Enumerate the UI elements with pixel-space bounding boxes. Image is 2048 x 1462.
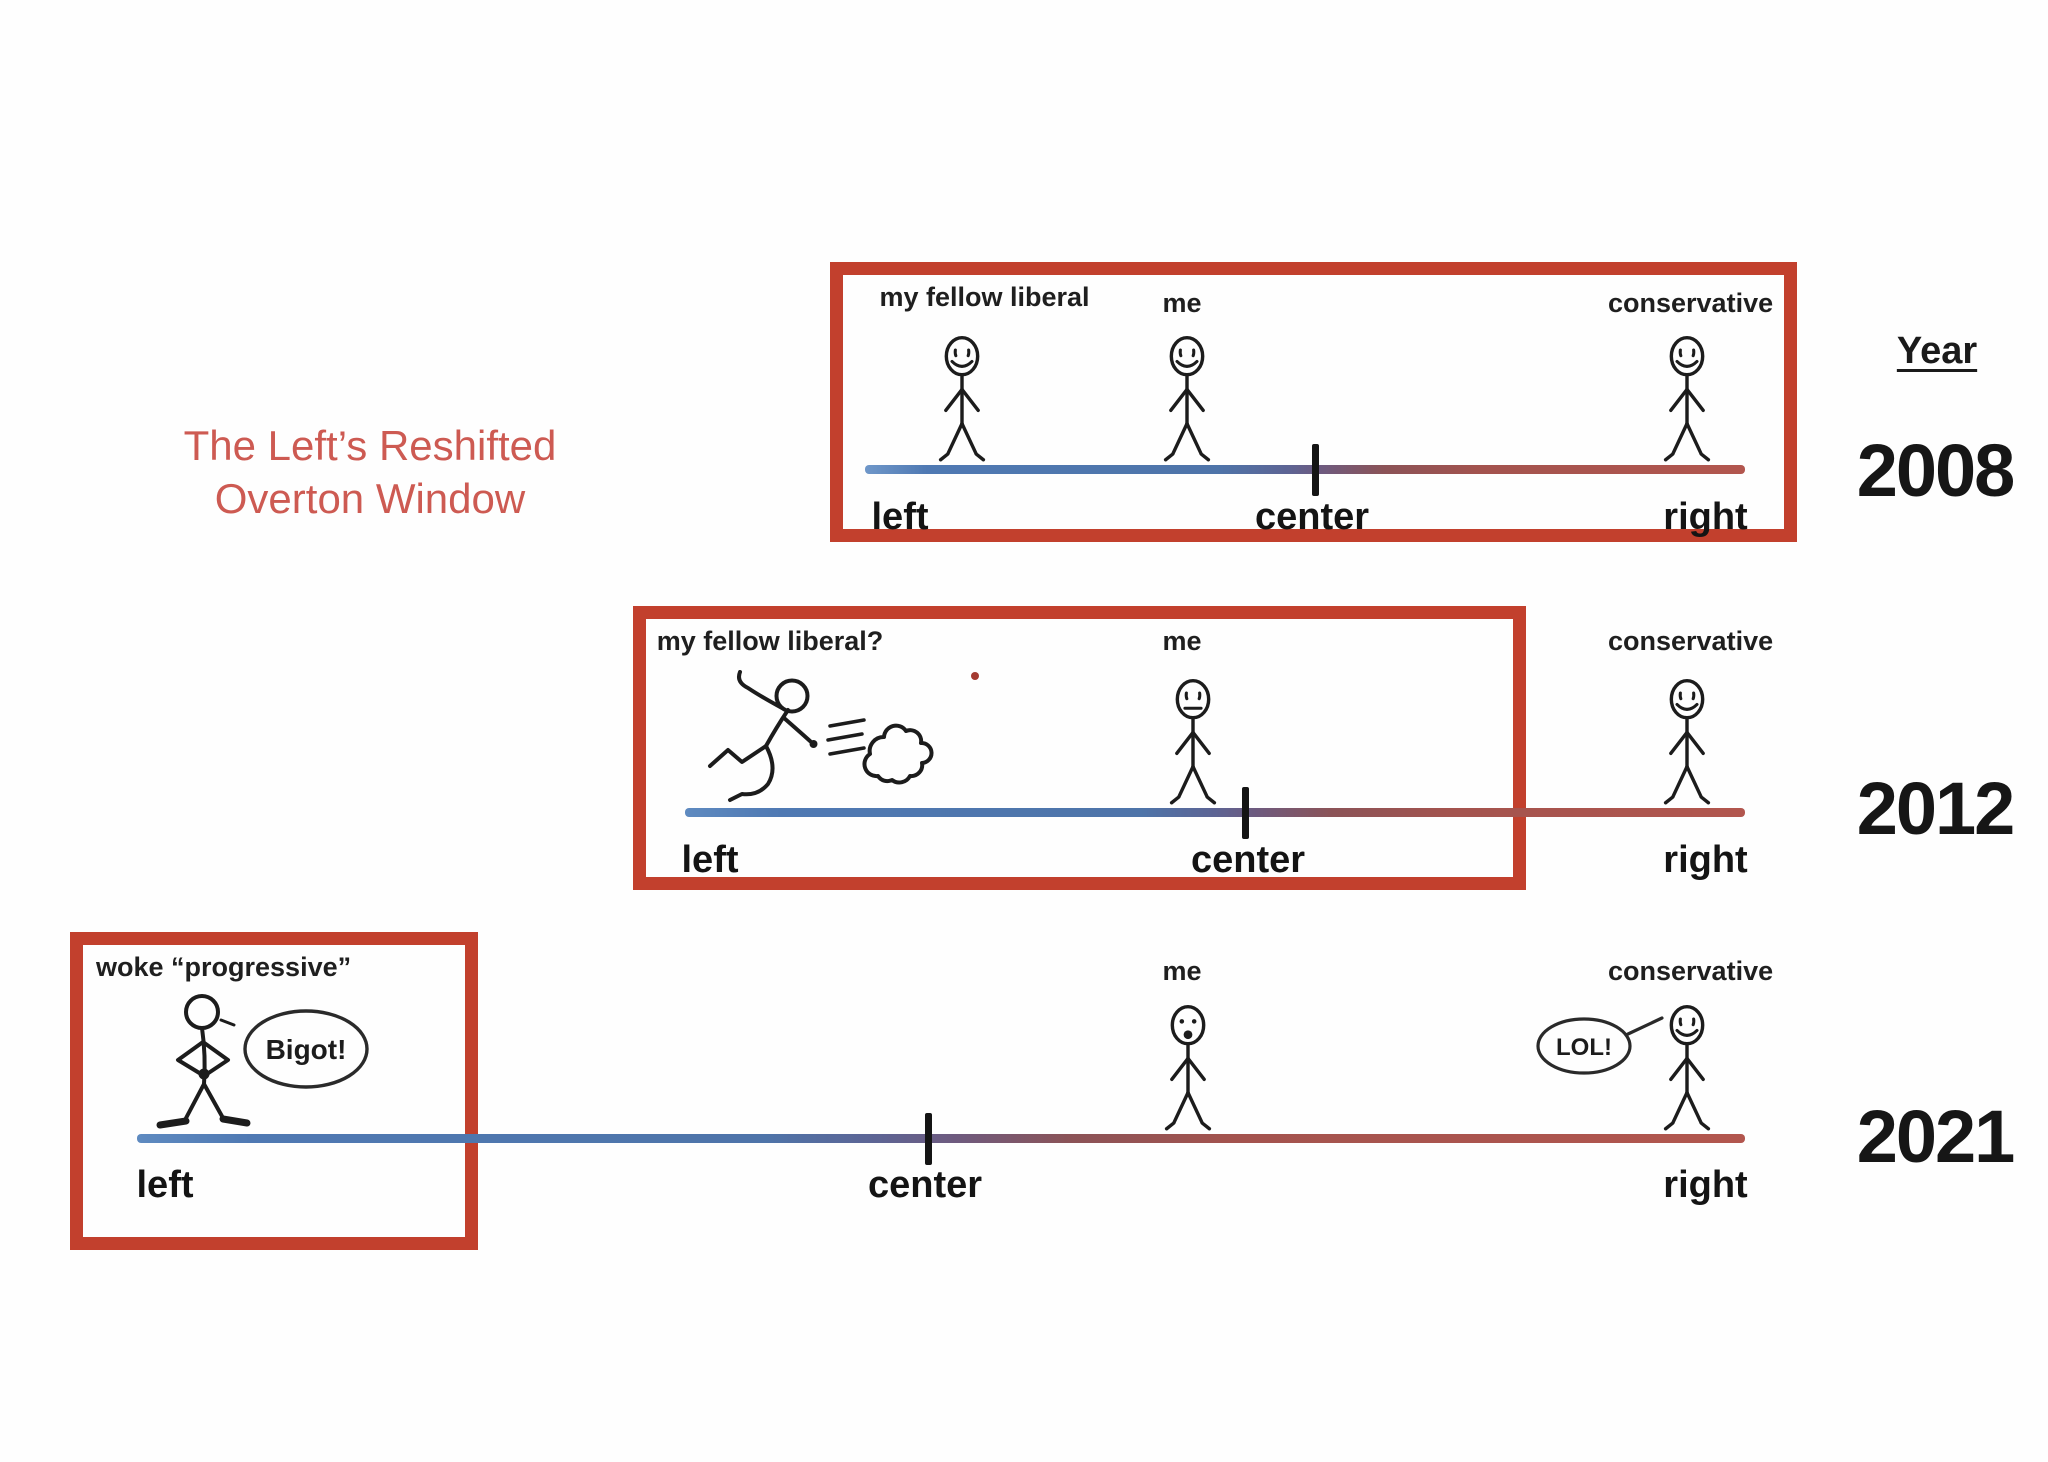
speed-lines-icon (826, 718, 866, 756)
neutral-face-stick-figure (1169, 678, 1217, 805)
speech-bubble-bigot: Bigot! (243, 1009, 369, 1089)
year-column-header: Year (1896, 330, 1978, 372)
year-label-2021: 2021 (1856, 1095, 2016, 1178)
smiley-stick-figure (1663, 678, 1711, 805)
page-title-line2: Overton Window (214, 474, 526, 522)
figure-label-fellow-liberal-2012: my fellow liberal? (656, 626, 884, 656)
figure-label-conservative-2008: conservative (1608, 288, 1774, 318)
center-tick-2021 (925, 1113, 932, 1165)
shocked-stick-figure (1164, 1004, 1212, 1131)
spectrum-line-2008 (865, 465, 1745, 474)
figure-label-conservative-2012: conservative (1608, 626, 1774, 656)
axis-label-center-2008: center (1254, 496, 1370, 538)
figure-label-me-2008: me (1162, 288, 1202, 318)
figure-label-me-2021: me (1162, 956, 1202, 986)
page-title-line1: The Left’s Reshifted (183, 422, 557, 469)
speech-bubble-lol: LOL! (1536, 1016, 1664, 1075)
axis-label-right-2012: right (1663, 839, 1748, 881)
red-dot-mark (971, 672, 979, 680)
year-label-2008: 2008 (1856, 429, 2016, 512)
smiley-stick-figure (1163, 335, 1211, 462)
axis-label-center-2021: center (867, 1164, 983, 1206)
speech-text-bigot: Bigot! (266, 1034, 347, 1065)
figure-label-woke-progressive-2021: woke “progressive” (96, 952, 352, 982)
figure-label-me-2012: me (1162, 626, 1202, 656)
spectrum-line-2021 (137, 1134, 1745, 1143)
page-title: The Left’s Reshifted Overton Window (150, 420, 590, 525)
axis-label-left-2021: left (136, 1164, 194, 1206)
fist-dot (809, 740, 818, 748)
center-tick-2012 (1242, 787, 1249, 839)
speech-text-lol: LOL! (1556, 1034, 1612, 1061)
axis-label-left-2008: left (871, 496, 929, 538)
smiley-stick-figure (938, 335, 986, 462)
hands-on-hips-stick-figure (156, 994, 251, 1129)
running-away-stick-figure (708, 670, 934, 802)
year-label-2012: 2012 (1856, 767, 2016, 850)
axis-label-left-2012: left (681, 839, 739, 881)
spectrum-line-2012 (685, 808, 1745, 817)
dust-cloud-icon (862, 723, 934, 785)
overton-window-box-2008 (830, 262, 1797, 542)
figure-label-fellow-liberal-2008: my fellow liberal (879, 282, 1090, 312)
axis-label-right-2008: right (1663, 496, 1748, 538)
hands-knot (198, 1068, 210, 1080)
axis-label-right-2021: right (1663, 1164, 1748, 1206)
overton-window-box-2021 (70, 932, 478, 1250)
overton-window-box-2012 (633, 606, 1526, 890)
center-tick-2008 (1312, 444, 1319, 496)
figure-label-conservative-2021: conservative (1608, 956, 1774, 986)
smiley-stick-figure (1663, 1004, 1711, 1131)
smiley-stick-figure (1663, 335, 1711, 462)
axis-label-center-2012: center (1190, 839, 1306, 881)
